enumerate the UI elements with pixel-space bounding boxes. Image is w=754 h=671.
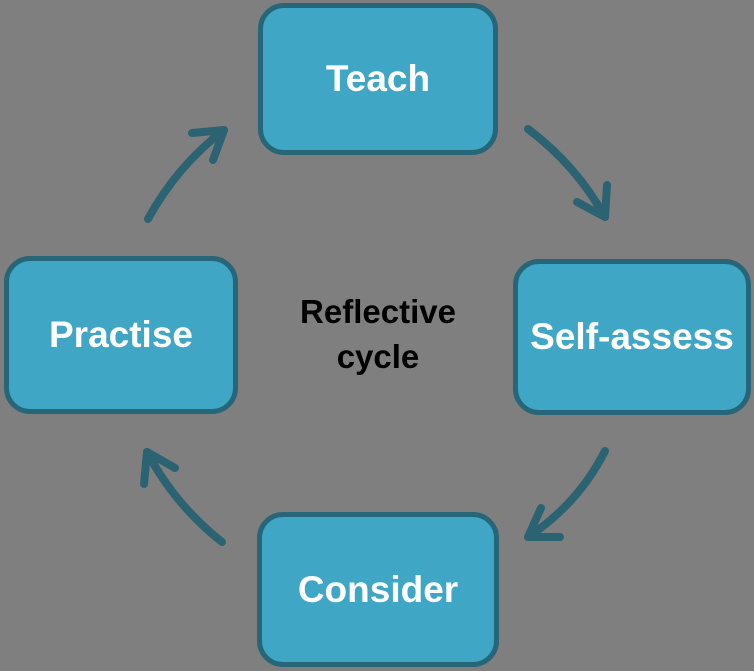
arrow-consider-to-practise <box>140 448 226 546</box>
arrow-self-assess-to-consider <box>524 447 609 541</box>
node-practise-label: Practise <box>49 314 193 355</box>
node-self-assess: Self-assess <box>513 259 751 415</box>
cycle-title-line1: Reflective <box>300 293 456 330</box>
node-consider: Consider <box>257 512 499 667</box>
node-self-assess-label: Self-assess <box>530 316 734 357</box>
node-teach-label: Teach <box>325 58 431 99</box>
cycle-title-line2: cycle <box>336 338 420 375</box>
node-consider-label: Consider <box>297 568 459 610</box>
arrow-teach-to-self-assess <box>524 125 611 221</box>
cycle-title: Reflective cycle <box>268 289 488 379</box>
node-teach: Teach <box>258 3 498 155</box>
arrow-practise-to-teach <box>144 126 228 223</box>
node-practise: Practise <box>4 256 238 414</box>
